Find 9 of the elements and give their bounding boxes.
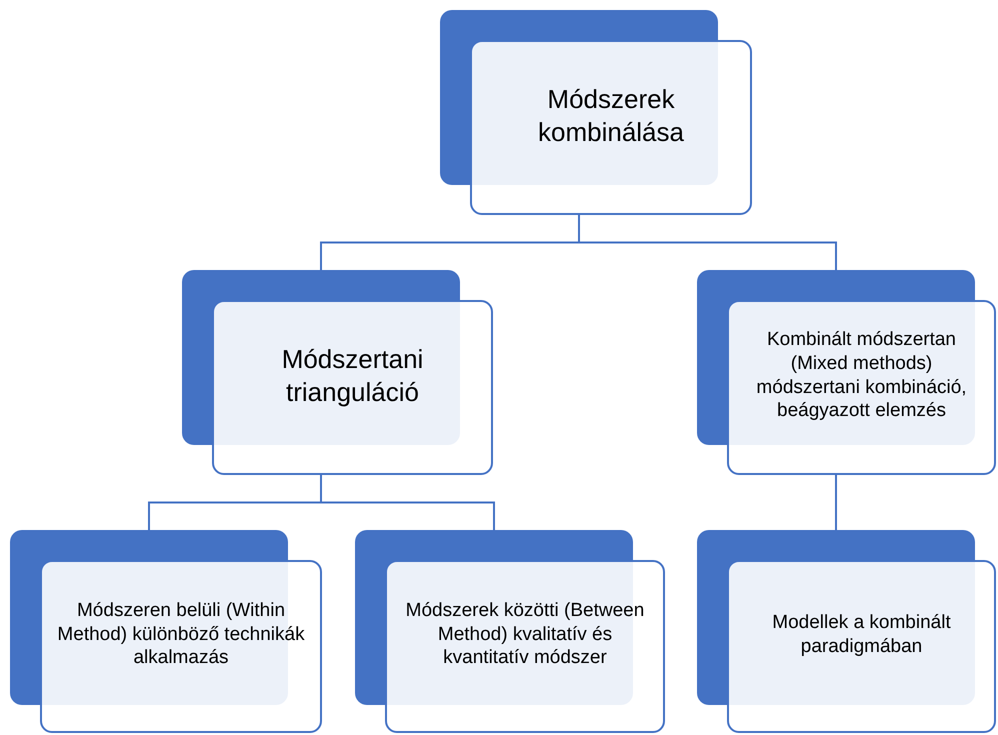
node-label: Módszertani trianguláció xyxy=(280,343,424,408)
node-label: Módszerek közötti (Between Method) kvalitatív és kvantitatív módszer xyxy=(404,598,646,670)
node-label: Modellek a kombinált paradigmában xyxy=(771,610,952,658)
connector-line xyxy=(835,475,837,530)
node-label: Módszerek kombinálása xyxy=(537,83,685,148)
connector-line xyxy=(320,475,495,530)
connector-line xyxy=(578,215,837,270)
node-label: Kombinált módszertan (Mixed methods) módszertani kombináció, beágyazott elemzés xyxy=(755,328,968,423)
node-label: Módszeren belüli (Within Method) különböző technikák alkalmazás xyxy=(56,598,306,670)
